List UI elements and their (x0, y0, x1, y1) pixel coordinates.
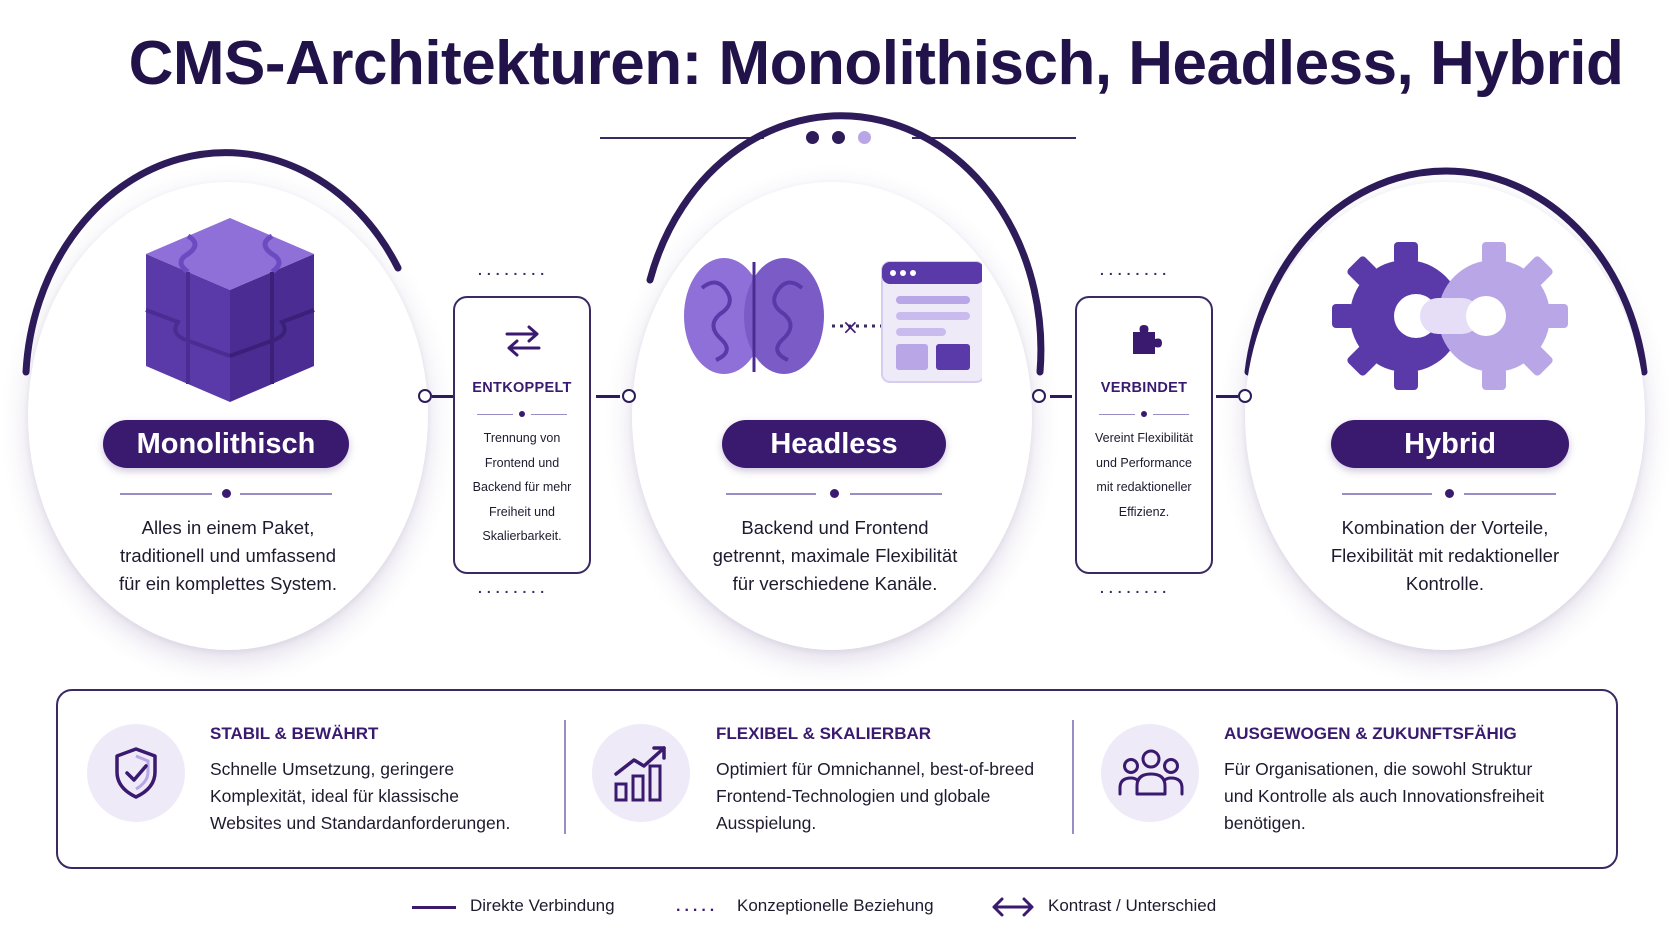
connector-2-line-left (1099, 414, 1135, 415)
puzzle-cube-icon (145, 218, 315, 402)
connector-text-2: Vereint Flexibilität und Performance mit… (1095, 431, 1193, 519)
title-divider-left (600, 137, 764, 139)
divider-hybrid-dot (1445, 489, 1454, 498)
divider-mono-right (240, 493, 332, 495)
swap-arrows-icon (505, 325, 541, 357)
feature-1-text: Schnelle Umsetzung, geringere Komplexitä… (210, 759, 511, 833)
brain-and-browser-icon: × (684, 258, 982, 383)
shield-check-icon (115, 747, 157, 799)
connector-1-line-left (477, 414, 513, 415)
feature-2-text: Optimiert für Omnichannel, best-of-breed… (716, 759, 1035, 833)
title-divider-right (912, 137, 1076, 139)
connector-entkoppelt: ENTKOPPELT Trennung von Frontend und Bac… (453, 296, 591, 574)
svg-text:×: × (842, 315, 859, 339)
divider-hybrid-right (1464, 493, 1556, 495)
feature-panel (56, 689, 1618, 869)
connector-verbindet: VERBINDET Vereint Flexibilität und Perfo… (1075, 296, 1213, 574)
feature-separator-1 (564, 720, 566, 834)
link-node-2b (1238, 389, 1252, 403)
dots-top-2: ........ (1100, 262, 1172, 278)
title-hybrid: Hybrid (1331, 420, 1569, 468)
feature-3-icon-circle (1101, 724, 1199, 822)
team-icon (1118, 749, 1184, 796)
divider-mono-dot (222, 489, 231, 498)
feature-3-text: Für Organisationen, die sowohl Struktur … (1224, 759, 1545, 833)
link-line-1b (596, 395, 620, 398)
feature-1-title: STABIL & BEWÄHRT (210, 724, 379, 743)
link-line-1a (432, 395, 454, 398)
circle-hybrid (1245, 182, 1645, 650)
dots-bottom-1: ........ (478, 580, 550, 596)
feature-3-title: AUSGEWOGEN & ZUKUNFTSFÄHIG (1224, 724, 1517, 743)
dots-top-1: ........ (478, 262, 550, 278)
title-monolithisch: Monolithisch (103, 420, 349, 468)
legend-label-1: Direkte Verbindung (470, 896, 615, 915)
connector-title-2: VERBINDET (1100, 380, 1188, 396)
title-dot-3 (858, 131, 871, 144)
legend-label-2: Konzeptionelle Beziehung (737, 896, 934, 915)
connector-title-1: ENTKOPPELT (472, 380, 572, 396)
feature-separator-2 (1072, 720, 1074, 834)
link-line-2b (1216, 395, 1238, 398)
puzzle-piece-icon (1133, 325, 1162, 354)
dots-bottom-2: ........ (1100, 580, 1172, 596)
connector-1-line-right (531, 414, 567, 415)
legend-label-3: Kontrast / Unterschied (1048, 896, 1217, 915)
title-dot-2 (832, 131, 845, 144)
page-title: CMS-Architekturen: Monolithisch, Headles… (128, 29, 1624, 98)
connector-2-dot (1141, 411, 1147, 417)
legend-solid-line (412, 906, 456, 909)
desc-headless: Backend und Frontend getrennt, maximale … (712, 517, 958, 594)
desc-monolithisch: Alles in einem Paket, traditionell und u… (119, 517, 337, 594)
feature-2-title: FLEXIBEL & SKALIERBAR (716, 724, 932, 743)
divider-headless-left (726, 493, 816, 495)
double-arrow-icon (992, 897, 1034, 917)
link-node-1b (622, 389, 636, 403)
connector-2-line-right (1153, 414, 1189, 415)
feature-1-icon-circle (87, 724, 185, 822)
interlocking-gears-icon (1332, 242, 1568, 390)
connector-text-1: Trennung von Frontend und Backend für me… (472, 431, 572, 543)
circle-arcs (22, 112, 1648, 376)
link-line-2a (1050, 395, 1072, 398)
title-dot-1 (806, 131, 819, 144)
legend-dotted-line: ..... (676, 898, 719, 915)
link-node-2a (1032, 389, 1046, 403)
divider-hybrid-left (1342, 493, 1432, 495)
connector-1-dot (519, 411, 525, 417)
divider-mono-left (120, 493, 212, 495)
desc-hybrid: Kombination der Vorteile, Flexibilität m… (1330, 517, 1560, 594)
link-node-1a (418, 389, 432, 403)
circle-headless (632, 182, 1032, 650)
growth-chart-icon (614, 746, 666, 802)
title-headless: Headless (722, 420, 946, 468)
feature-2-icon-circle (592, 724, 690, 822)
divider-headless-right (850, 493, 942, 495)
divider-headless-dot (830, 489, 839, 498)
